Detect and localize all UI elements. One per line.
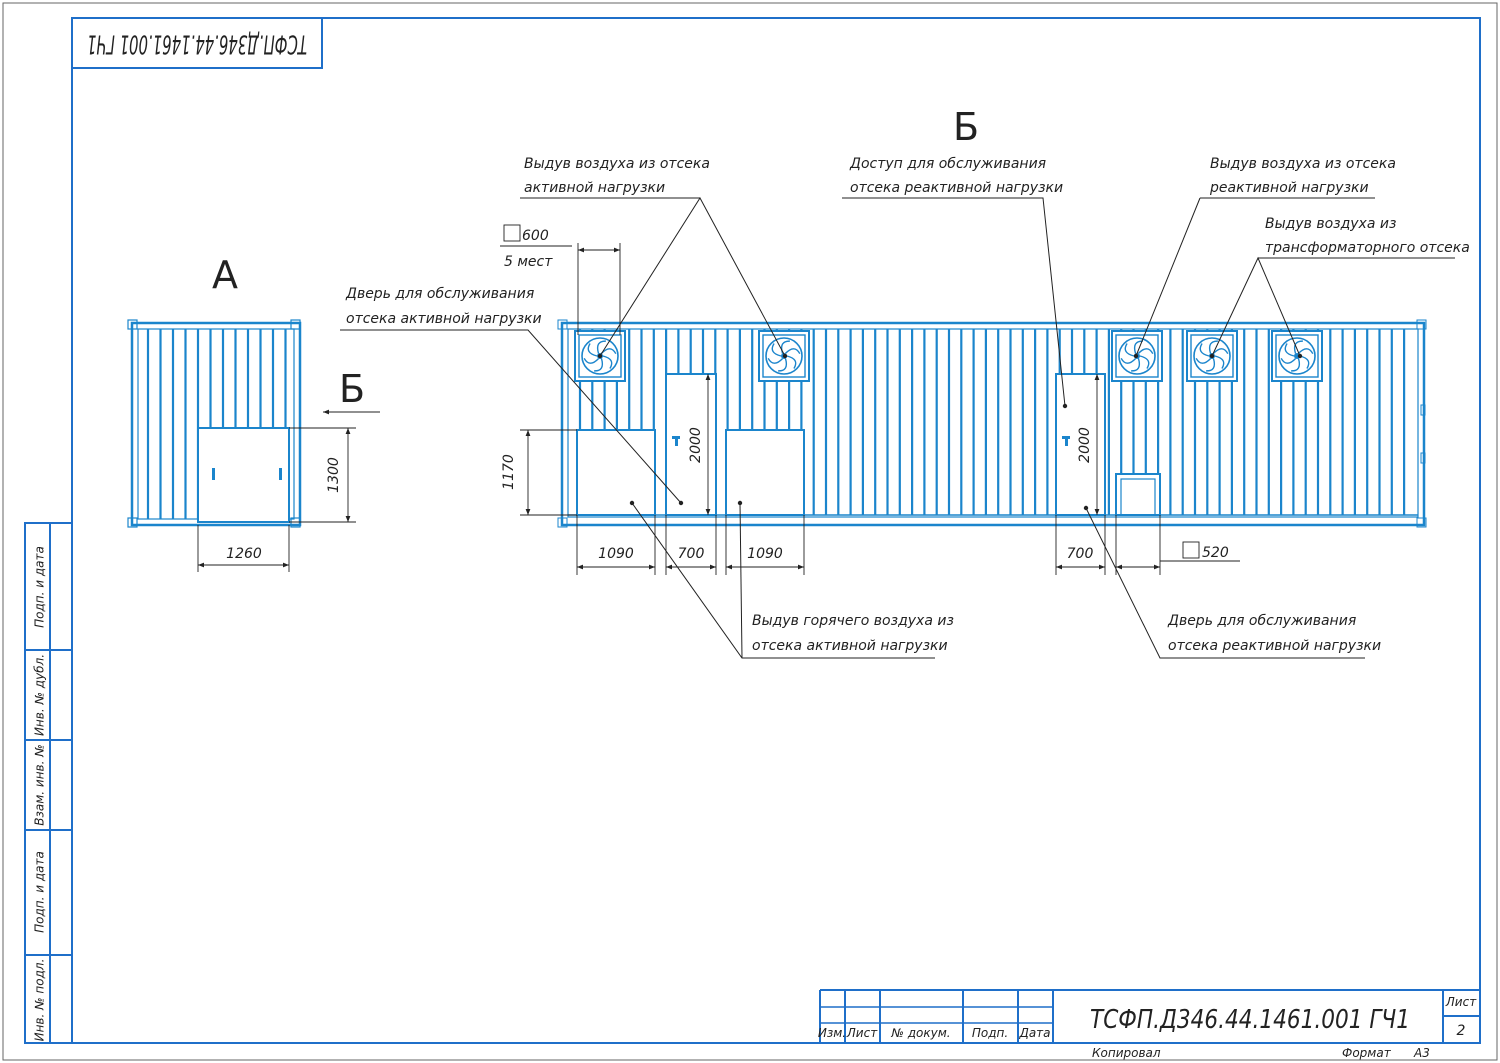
stamp-col-data: Дата: [1018, 1026, 1050, 1040]
service-hatch: [1115, 473, 1161, 516]
dim-2000-b: 2000: [1077, 374, 1100, 515]
panel-2: [725, 429, 805, 516]
dim-1260: 1260: [197, 525, 290, 572]
dim-2000a-label: 2000: [688, 427, 704, 463]
dim-520-label: 520: [1202, 545, 1229, 561]
svg-text:Выдув горячего воздуха из: Выдув горячего воздуха из: [752, 613, 954, 629]
side-label-2: Инв. № дубл.: [33, 654, 47, 736]
dim-square-600: 600 5 мест: [500, 224, 621, 335]
dim-1300-label: 1300: [326, 457, 342, 493]
hot-air-panel: [576, 429, 656, 516]
svg-text:отсека реактивной нагрузки: отсека реактивной нагрузки: [1168, 638, 1381, 654]
format-label: Формат: [1342, 1046, 1392, 1060]
document-code: ТСФП.Д346.44.1461.001 ГЧ1: [1090, 1005, 1410, 1035]
ventilation-fans: [574, 330, 1323, 382]
title-block: Изм. Лист № докум. Подп. Дата ТСФП.Д346.…: [818, 989, 1480, 1060]
note-door-reactive: Дверь для обслуживания отсека реактивной…: [1083, 505, 1381, 659]
note-air-transformer: Выдув воздуха из трансформаторного отсек…: [1209, 216, 1470, 359]
svg-text:отсека реактивной нагрузки: отсека реактивной нагрузки: [850, 180, 1063, 196]
note-access-reactive: Доступ для обслуживания отсека реактивно…: [842, 156, 1068, 409]
dim-600-label: 600: [522, 228, 549, 244]
format-value: А3: [1413, 1046, 1430, 1060]
svg-text:активной нагрузки: активной нагрузки: [524, 180, 665, 196]
dim-1090b-label: 1090: [747, 546, 783, 562]
svg-text:Выдув воздуха из отсека: Выдув воздуха из отсека: [1210, 156, 1396, 172]
svg-text:Доступ для обслуживания: Доступ для обслуживания: [849, 156, 1046, 172]
svg-text:Дверь для обслуживания: Дверь для обслуживания: [345, 286, 534, 302]
dim-700a-label: 700: [678, 546, 705, 562]
copied-label: Копировал: [1092, 1046, 1161, 1060]
dim-1260-label: 1260: [226, 546, 262, 562]
sheet-number: 2: [1457, 1023, 1466, 1039]
dims-bottom-right: 700 520: [1055, 515, 1240, 575]
note-air-active: Выдув воздуха из отсека активной нагрузк…: [520, 156, 788, 359]
rotated-code-box: ТСФП.Д346.44.1461.001 ГЧ1: [71, 17, 323, 69]
stamp-col-izm: Изм.: [818, 1026, 846, 1040]
note-hot-air-active: Выдув горячего воздуха из отсека активно…: [629, 500, 954, 659]
note-air-reactive: Выдув воздуха из отсека реактивной нагру…: [1133, 156, 1396, 359]
stamp-col-doc: № докум.: [890, 1026, 950, 1040]
dim-1170-label: 1170: [501, 454, 517, 490]
dim-1170: 1170: [501, 429, 577, 516]
svg-text:трансформаторного отсека: трансформаторного отсека: [1265, 240, 1470, 256]
side-label-5: Инв. № подл.: [33, 959, 47, 1042]
view-a-door: [197, 427, 290, 523]
side-label-3: Взам. инв. №: [33, 744, 47, 825]
view-a-door-handle-left: [212, 468, 215, 480]
stamp-col-list: Лист: [846, 1026, 878, 1040]
fan-icon: [1271, 330, 1323, 382]
rotated-code: ТСФП.Д346.44.1461.001 ГЧ1: [87, 29, 307, 59]
dim-1300: 1300: [289, 427, 356, 523]
view-b-title: Б: [953, 105, 979, 149]
side-label-1: Подп. и дата: [33, 546, 47, 628]
dims-bottom-left: 1090 700 1090: [576, 515, 805, 575]
svg-text:реактивной нагрузки: реактивной нагрузки: [1209, 180, 1369, 196]
dim-places-label: 5 мест: [504, 254, 553, 270]
side-strip: Подп. и дата Инв. № дубл. Взам. инв. № П…: [24, 522, 73, 1044]
side-label-4: Подп. и дата: [33, 851, 47, 933]
dim-700b-label: 700: [1067, 546, 1094, 562]
svg-text:Дверь для обслуживания: Дверь для обслуживания: [1167, 613, 1356, 629]
dim-2000b-label: 2000: [1077, 427, 1093, 463]
svg-text:Выдув воздуха из отсека: Выдув воздуха из отсека: [524, 156, 710, 172]
note-door-active: Дверь для обслуживания отсека активной н…: [340, 286, 684, 506]
view-b-arrow-label: Б: [339, 367, 365, 411]
view-a-container: [127, 319, 302, 528]
dim-2000-a: 2000: [688, 374, 711, 515]
sheet-label: Лист: [1445, 995, 1477, 1009]
view-a-title: А: [212, 253, 238, 297]
svg-text:Выдув воздуха из: Выдув воздуха из: [1265, 216, 1396, 232]
stamp-col-podp: Подп.: [972, 1026, 1008, 1040]
dim-1090a-label: 1090: [598, 546, 634, 562]
fan-icon: [758, 330, 810, 382]
fan-icon: [1186, 330, 1238, 382]
svg-text:отсека активной нагрузки: отсека активной нагрузки: [346, 311, 542, 327]
view-a-door-handle-right: [279, 468, 282, 480]
view-b-container: [557, 319, 1427, 528]
svg-text:отсека активной нагрузки: отсека активной нагрузки: [752, 638, 948, 654]
